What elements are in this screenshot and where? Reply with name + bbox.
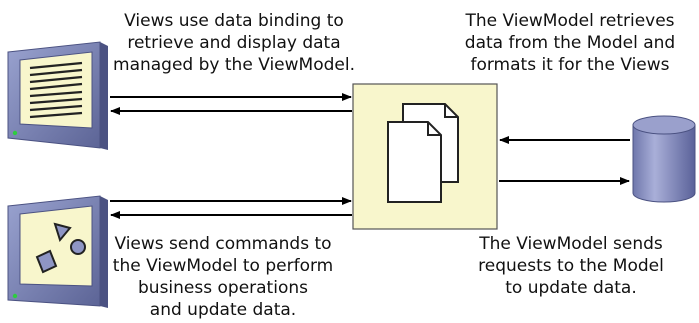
caption-views-binding: Views use data binding to retrieve and d… (113, 11, 355, 75)
database-icon (632, 115, 696, 203)
monitor-screen-bottom (19, 205, 93, 287)
shapes-icon (35, 222, 86, 274)
status-dot (12, 293, 18, 299)
documents-icon (387, 103, 459, 203)
arrows-views-viewmodel (110, 93, 352, 219)
view-monitor-top (7, 41, 108, 150)
viewmodel-box (352, 83, 498, 230)
text-lines-icon (29, 61, 83, 119)
arrows-viewmodel-model (499, 136, 630, 185)
status-dot (12, 130, 18, 136)
caption-viewmodel-requests: The ViewModel sends requests to the Mode… (478, 234, 664, 298)
caption-viewmodel-retrieves: The ViewModel retrieves data from the Mo… (464, 11, 676, 75)
view-monitor-bottom (7, 195, 108, 308)
caption-views-commands: Views send commands to the ViewModel to … (112, 234, 334, 320)
